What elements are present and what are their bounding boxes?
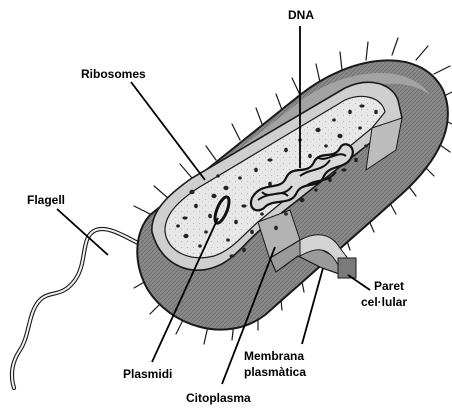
ribosome-granule (299, 198, 304, 202)
ribosome-granule (315, 128, 320, 132)
ribosome-granule (208, 214, 212, 218)
ribosome-granule (250, 230, 254, 234)
ribosome-granule (359, 104, 364, 107)
ribosome-granule (198, 244, 202, 247)
label-paret-line1: Paret (374, 279, 404, 293)
leader-paret (348, 275, 370, 290)
ribosome-granule (183, 234, 188, 238)
ribosome-granule (364, 144, 368, 147)
ribosome-granule (223, 186, 228, 190)
ribosome-granule (176, 224, 180, 227)
ribosome-granule (241, 204, 246, 207)
ribosome-granule (341, 168, 346, 171)
ribosome-granule (284, 212, 288, 215)
pilus (134, 206, 150, 214)
pilus (206, 146, 216, 160)
leader-ribosomes (131, 82, 205, 180)
pilus (154, 186, 168, 198)
ribosome-granule (194, 204, 198, 208)
ribosome-granule (358, 126, 362, 129)
label-membrana-line1: Membrana (244, 349, 304, 363)
ribosome-granule (204, 230, 208, 233)
ribosome-granule (211, 194, 216, 198)
label-flagell: Flagell (27, 193, 65, 207)
pilus (180, 164, 192, 178)
pilus (276, 94, 282, 110)
label-citoplasma: Citoplasma (186, 391, 251, 405)
ribosome-granule (284, 148, 288, 152)
ribosome-granule (229, 254, 234, 257)
ribosome-granule (234, 220, 238, 224)
ribosome-granule (242, 248, 246, 252)
pilus (292, 78, 300, 95)
ribosome-granule (374, 110, 378, 114)
ribosome-granule (226, 238, 230, 241)
ribosome-granule (260, 212, 264, 215)
ribosome-granule (238, 176, 242, 179)
ribosome-granule (324, 144, 328, 147)
ribosome-granule (189, 190, 194, 194)
ribosome-granule (216, 174, 220, 177)
pilus (392, 38, 398, 55)
label-paret-line2: cel·lular (361, 295, 407, 309)
pilus (366, 42, 368, 60)
pilus (434, 66, 450, 74)
ribosome-granule (182, 216, 187, 219)
label-membrana-line2: plasmàtica (244, 365, 306, 379)
ribosome-granule (274, 226, 278, 230)
leader-flagell (57, 209, 108, 255)
label-plasmidi: Plasmidi (123, 367, 172, 381)
ribosome-granule (308, 154, 312, 158)
ribosome-granule (337, 134, 342, 138)
flagellum-icon (12, 229, 158, 388)
ribosome-granule (332, 118, 336, 121)
ribosome-granule (314, 188, 318, 191)
pilus (256, 108, 262, 124)
label-ribosomes: Ribosomes (81, 67, 146, 81)
ribosome-granule (348, 110, 352, 114)
pilus (316, 64, 320, 82)
ribosome-granule (254, 168, 258, 172)
ribosome-granule (267, 158, 272, 161)
ribosome-granule (354, 158, 358, 162)
pilus (340, 52, 342, 70)
label-dna: DNA (288, 8, 314, 22)
pilus (416, 46, 428, 60)
pilus (232, 124, 240, 140)
